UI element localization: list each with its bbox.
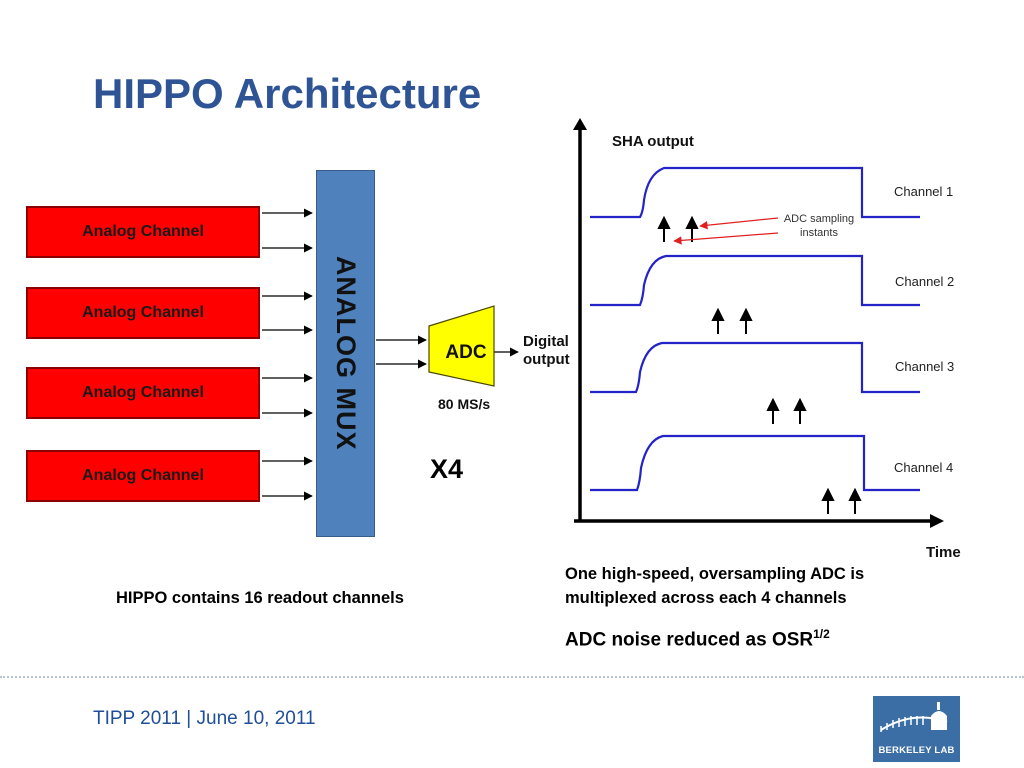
noise-note: ADC noise reduced as OSR1/2 bbox=[565, 622, 830, 652]
timing-caption: One high-speed, oversampling ADC is mult… bbox=[565, 562, 864, 610]
noise-note-text: ADC noise reduced as OSR bbox=[565, 629, 814, 651]
channel-to-mux-arrows bbox=[262, 208, 519, 501]
multiplier-label: X4 bbox=[430, 454, 464, 484]
x-axis-label: Time bbox=[926, 544, 961, 561]
block-diagram: Analog Channel Analog Channel Analog Cha… bbox=[26, 0, 586, 620]
waveform-channel-2 bbox=[590, 254, 920, 307]
sampling-annotation-line2: instants bbox=[800, 227, 838, 239]
sampling-annotation-line1: ADC sampling bbox=[783, 213, 855, 225]
sampling-annotation: ADC sampling instants bbox=[775, 212, 863, 240]
waveforms bbox=[590, 166, 920, 492]
analog-mux-label: ANALOG MUX bbox=[331, 256, 361, 451]
adc-block bbox=[428, 305, 495, 387]
timing-caption-line1: One high-speed, oversampling ADC is bbox=[565, 565, 865, 583]
logo-text: BERKELEY LAB bbox=[878, 745, 955, 756]
sampling-arrows bbox=[657, 215, 862, 514]
timing-axes bbox=[573, 118, 944, 528]
adc-label: ADC bbox=[445, 342, 487, 363]
slide-title: HIPPO Architecture bbox=[93, 70, 482, 117]
adc-rate: 80 MS/s bbox=[438, 396, 491, 412]
channel-label-2: Channel 2 bbox=[895, 274, 955, 289]
analog-channel-3: Analog Channel bbox=[26, 367, 260, 419]
logo-building-icon bbox=[880, 702, 948, 732]
analog-channel-4: Analog Channel bbox=[26, 450, 260, 502]
y-axis-label: SHA output bbox=[612, 133, 694, 150]
channel-label-3: Channel 3 bbox=[895, 359, 955, 374]
sampling-annotation-arrows bbox=[673, 217, 779, 245]
waveform-channel-4 bbox=[590, 434, 920, 492]
berkeley-lab-logo: BERKELEY LAB bbox=[873, 696, 960, 762]
waveform-channel-1 bbox=[590, 166, 920, 219]
noise-note-superscript: 1/2 bbox=[813, 627, 830, 641]
footer-text: TIPP 2011 | June 10, 2011 bbox=[93, 708, 316, 729]
footer-divider bbox=[0, 676, 1024, 678]
analog-channel-2: Analog Channel bbox=[26, 287, 260, 339]
digital-output-line1: Digital bbox=[523, 333, 569, 350]
digital-output-line2: output bbox=[523, 351, 570, 368]
block-diagram-caption: HIPPO contains 16 readout channels bbox=[116, 589, 404, 607]
analog-mux: ANALOG MUX bbox=[316, 170, 375, 537]
x-axis-arrowhead bbox=[930, 514, 944, 528]
analog-channel-1: Analog Channel bbox=[26, 206, 260, 258]
digital-output-label: Digital output bbox=[523, 333, 570, 369]
y-axis-arrowhead bbox=[573, 118, 587, 130]
waveform-channel-3 bbox=[590, 341, 920, 394]
channel-label-4: Channel 4 bbox=[894, 460, 954, 475]
channel-label-1: Channel 1 bbox=[894, 184, 954, 199]
timing-caption-line2: multiplexed across each 4 channels bbox=[565, 589, 847, 607]
